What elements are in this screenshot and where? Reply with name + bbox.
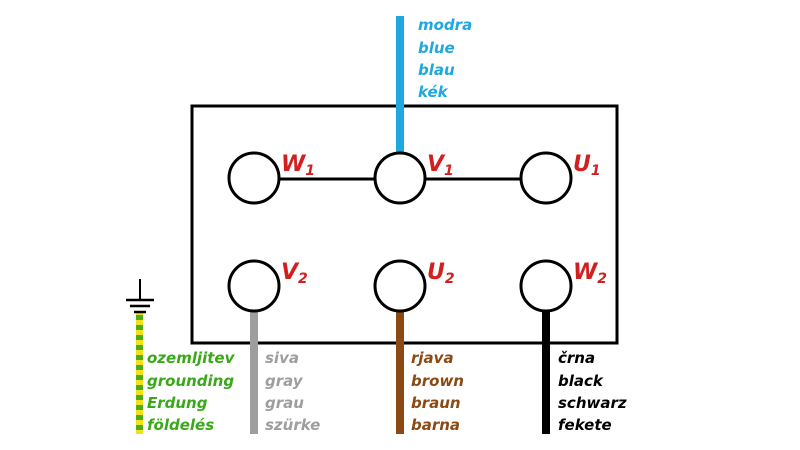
terminal-v2 [227,259,281,313]
blue-wire-labels: modra blue blau kék [418,16,472,101]
gray-wire [250,306,258,434]
ground-wire [136,313,143,434]
blue-label-de: blau [418,61,455,79]
ground-label-sl: ozemljitev [147,349,236,367]
terminal-label-v2: V2 [281,260,308,287]
brown-wire [396,306,404,434]
ground-label-en: grounding [147,372,234,390]
ground-wire-labels: ozemljitev grounding Erdung földelés [147,349,236,434]
black-label-hu: fekete [558,416,612,434]
terminal-v1 [373,151,427,205]
terminal-label-w1: W1 [281,152,315,179]
blue-label-en: blue [418,39,455,57]
gray-label-hu: szürke [265,416,320,434]
terminal-label-u1: U1 [573,152,601,179]
gray-label-sl: siva [265,349,299,367]
brown-wire-labels: rjava brown braun barna [411,349,464,434]
ground-label-de: Erdung [147,394,208,412]
terminal-u1 [519,151,573,205]
black-label-de: schwarz [558,394,627,412]
terminal-label-v1: V1 [427,152,454,179]
ground-symbol-icon [126,279,154,314]
black-wire [542,306,550,434]
blue-wire [396,16,404,152]
gray-label-de: grau [265,394,304,412]
terminal-w1 [227,151,281,205]
brown-label-en: brown [411,372,464,390]
brown-label-hu: barna [411,416,460,434]
ground-label-hu: földelés [147,416,214,434]
terminal-w2 [519,259,573,313]
blue-label-sl: modra [418,16,472,34]
brown-label-de: braun [411,394,461,412]
black-label-en: black [558,372,604,390]
terminal-label-u2: U2 [427,260,455,287]
gray-wire-labels: siva gray grau szürke [265,349,320,434]
blue-label-hu: kék [418,83,449,101]
terminal-u2 [373,259,427,313]
terminal-label-w2: W2 [573,260,607,287]
black-wire-labels: črna black schwarz fekete [558,349,627,434]
gray-label-en: gray [265,372,304,390]
black-label-sl: črna [558,349,595,367]
brown-label-sl: rjava [411,349,454,367]
